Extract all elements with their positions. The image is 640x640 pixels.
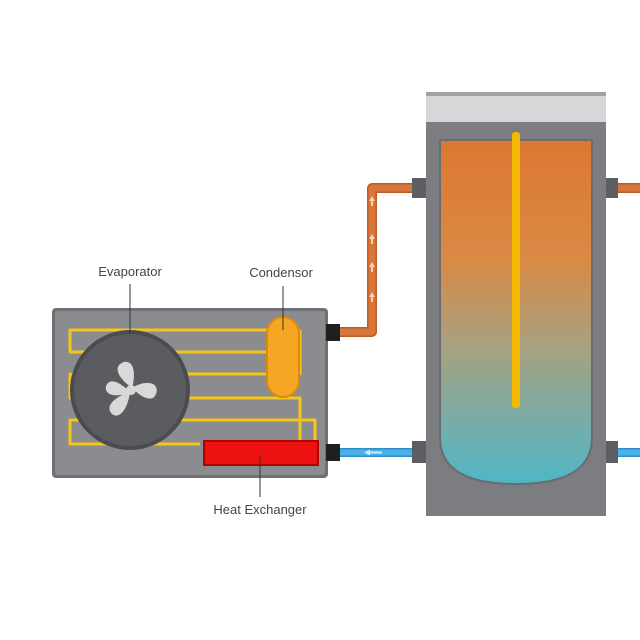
tank-outlet-connector <box>606 178 618 198</box>
tank-inlet-connector <box>606 441 618 463</box>
fan-icon <box>70 330 190 450</box>
arrow-left-icon <box>364 449 382 456</box>
hot-water-pipe <box>338 183 412 337</box>
svg-text:Condensor: Condensor <box>249 265 313 280</box>
condensor-vessel <box>266 316 300 398</box>
hot-water-tank <box>412 92 618 516</box>
arrow-up-icon <box>369 262 375 272</box>
cold-inlet-pipe <box>604 448 640 457</box>
hot-outlet-pipe <box>604 183 640 193</box>
tank-hot-connector <box>412 178 426 198</box>
cold-pipe-connector <box>326 444 340 461</box>
hot-pipe-connector <box>326 324 340 341</box>
arrow-up-icon <box>369 234 375 244</box>
heat-exchanger <box>203 440 319 466</box>
heating-rod <box>512 132 520 408</box>
arrow-up-icon <box>369 196 375 206</box>
label-condensor: Condensor <box>249 265 313 330</box>
svg-text:Evaporator: Evaporator <box>98 264 162 279</box>
svg-text:Heat Exchanger: Heat Exchanger <box>213 502 307 517</box>
cold-water-pipe <box>338 448 414 457</box>
tank-cold-connector <box>412 441 426 463</box>
label-evaporator: Evaporator <box>98 264 162 334</box>
heat-pump-unit <box>52 308 340 478</box>
label-heat-exchanger: Heat Exchanger <box>213 455 307 517</box>
arrow-up-icon <box>369 292 375 302</box>
